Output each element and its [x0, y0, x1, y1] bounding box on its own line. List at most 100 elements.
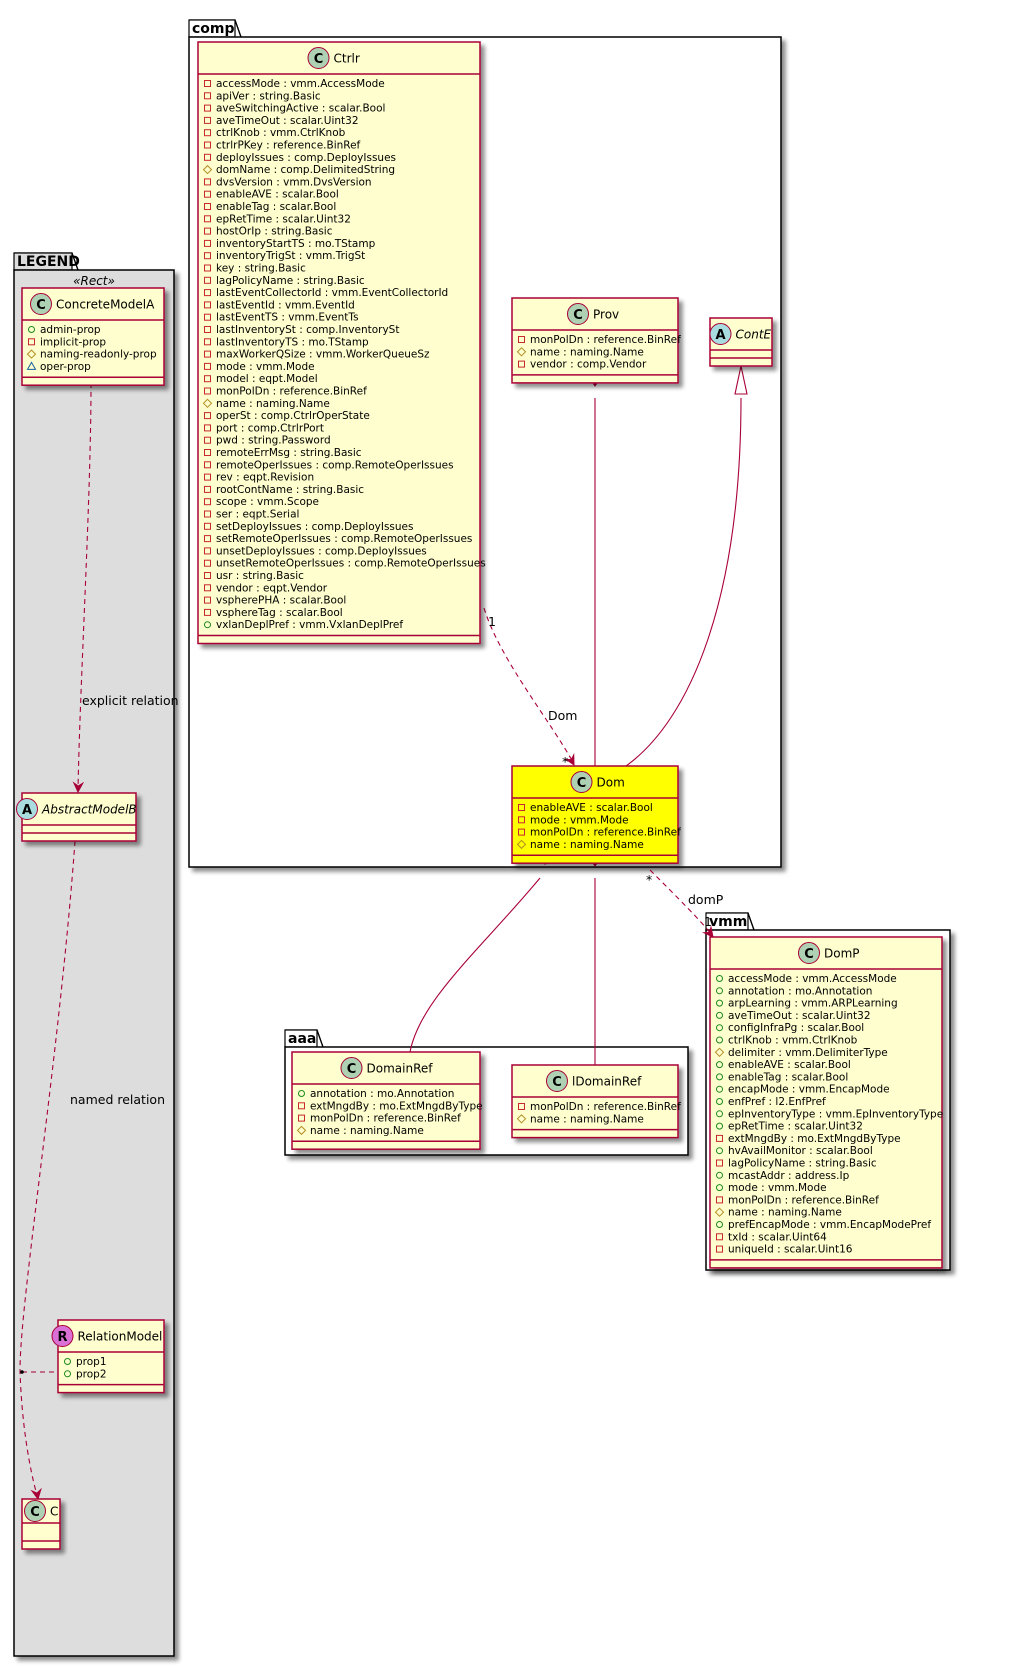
attribute-text: mode : vmm.Mode — [530, 814, 629, 826]
class-attribute: lastEventId : vmm.EventId — [204, 299, 355, 311]
class-attribute: ser : eqpt.Serial — [204, 509, 299, 521]
private-visibility-icon — [204, 387, 211, 395]
public-visibility-icon — [716, 1061, 723, 1069]
private-visibility-icon — [204, 461, 211, 469]
private-visibility-icon — [716, 1196, 723, 1204]
class-attribute: inventoryStartTS : mo.TStamp — [204, 238, 376, 250]
class-name: C — [50, 1504, 58, 1518]
public-visibility-icon — [716, 999, 723, 1007]
attribute-text: scope : vmm.Scope — [216, 496, 319, 508]
public-visibility-icon — [716, 1011, 723, 1019]
generalization-arrow-icon — [734, 365, 748, 395]
attribute-text: ctrlKnob : vmm.CtrlKnob — [216, 127, 346, 139]
attribute-text: deployIssues : comp.DeployIssues — [216, 152, 396, 164]
class-attribute: epRetTime : scalar.Uint32 — [716, 1121, 863, 1133]
attribute-text: inventoryStartTS : mo.TStamp — [216, 238, 376, 250]
attribute-text: monPolDn : reference.BinRef — [530, 334, 681, 346]
class-name: Dom — [597, 775, 625, 789]
relation-label-named: named relation — [70, 1092, 165, 1107]
class-box — [511, 765, 679, 864]
class-attribute: lagPolicyName : string.Basic — [204, 275, 365, 287]
public-visibility-icon — [716, 1085, 723, 1093]
attribute-text: epInventoryType : vmm.EpInventoryType — [728, 1108, 943, 1120]
protected-visibility-icon — [202, 398, 213, 409]
private-visibility-icon — [204, 424, 211, 432]
attribute-text: extMngdBy : mo.ExtMngdByType — [728, 1133, 901, 1145]
class-attribute: enableAVE : scalar.Bool — [716, 1059, 851, 1071]
class-attribute: hostOrIp : string.Basic — [204, 226, 333, 238]
private-visibility-icon — [204, 301, 211, 309]
class-attribute: enableAVE : scalar.Bool — [204, 189, 339, 201]
relation-label-domp: domP — [688, 892, 724, 907]
class-icon-letter: C — [573, 308, 583, 323]
attribute-text: dvsVersion : vmm.DvsVersion — [216, 176, 372, 188]
class-attribute: enableTag : scalar.Bool — [204, 201, 336, 213]
attribute-text: lastEventId : vmm.EventId — [216, 299, 355, 311]
class-icon — [546, 1070, 568, 1092]
class-attribute: prefEncapMode : vmm.EncapModePref — [716, 1219, 931, 1231]
class-attribute: extMngdBy : mo.ExtMngdByType — [716, 1133, 901, 1145]
attribute-text: name : naming.Name — [530, 839, 644, 851]
attribute-text: mode : vmm.Mode — [216, 361, 315, 373]
private-visibility-icon — [204, 227, 211, 235]
private-visibility-icon — [204, 547, 211, 555]
attribute-text: monPolDn : reference.BinRef — [530, 827, 681, 839]
class-attribute: mode : vmm.Mode — [716, 1182, 827, 1194]
attribute-text: extMngdBy : mo.ExtMngdByType — [310, 1100, 483, 1112]
class-name: ConcreteModelA — [56, 297, 155, 311]
class-attribute: naming-readonly-prop — [26, 349, 157, 361]
attribute-text: rootContName : string.Basic — [216, 484, 364, 496]
attribute-text: lastEventCollectorId : vmm.EventCollecto… — [216, 287, 448, 299]
class-attribute: port : comp.CtrlrPort — [204, 422, 324, 434]
attribute-text: arpLearning : vmm.ARPLearning — [728, 998, 898, 1010]
attribute-text: key : string.Basic — [216, 263, 306, 275]
class-attribute: aveTimeOut : scalar.Uint32 — [716, 1010, 871, 1022]
class-attribute: key : string.Basic — [204, 263, 306, 275]
attribute-text: unsetDeployIssues : comp.DeployIssues — [216, 545, 427, 557]
attribute-text: lagPolicyName : string.Basic — [728, 1158, 877, 1170]
class-icon-letter: R — [57, 1330, 67, 1345]
attribute-text: accessMode : vmm.AccessMode — [728, 973, 897, 985]
attribute-text: port : comp.CtrlrPort — [216, 422, 324, 434]
relation-ctrlr-dom — [483, 607, 575, 765]
private-visibility-icon — [204, 522, 211, 530]
attribute-text: enableAVE : scalar.Bool — [728, 1059, 851, 1071]
class-attribute: configInfraPg : scalar.Bool — [716, 1022, 864, 1034]
private-visibility-icon — [518, 360, 525, 368]
class-attribute: setDeployIssues : comp.DeployIssues — [204, 521, 413, 533]
attribute-text: enableAVE : scalar.Bool — [530, 802, 653, 814]
private-visibility-icon — [204, 215, 211, 223]
private-visibility-icon — [204, 584, 211, 592]
attribute-text: prop2 — [76, 1368, 107, 1380]
private-visibility-icon — [204, 362, 211, 370]
class-attribute: remoteOperIssues : comp.RemoteOperIssues — [204, 459, 454, 471]
abstract-class-icon — [709, 323, 732, 345]
private-visibility-icon — [204, 449, 211, 456]
class-attribute: ctrlKnob : vmm.CtrlKnob — [204, 127, 346, 139]
class-box — [709, 936, 943, 1269]
attribute-text: accessMode : vmm.AccessMode — [216, 78, 385, 90]
class-attribute: accessMode : vmm.AccessMode — [204, 78, 385, 90]
class-attribute: prop2 — [64, 1368, 107, 1380]
private-visibility-icon — [28, 338, 35, 346]
attribute-text: name : naming.Name — [530, 346, 644, 358]
class-attribute: name : naming.Name — [516, 1113, 644, 1125]
attribute-text: setDeployIssues : comp.DeployIssues — [216, 521, 413, 533]
protected-visibility-icon — [714, 1207, 725, 1217]
attribute-text: vxlanDeplPref : vmm.VxlanDeplPref — [216, 619, 403, 631]
attribute-text: remoteErrMsg : string.Basic — [216, 447, 362, 459]
attribute-text: monPolDn : reference.BinRef — [530, 1101, 681, 1113]
class-name: DomP — [824, 946, 860, 960]
public-visibility-icon — [28, 326, 35, 333]
attribute-text: vspherePHA : scalar.Bool — [216, 595, 346, 607]
class-attribute: lastInventorySt : comp.InventorySt — [204, 324, 399, 336]
class-attribute: aveTimeOut : scalar.Uint32 — [204, 115, 359, 127]
public-visibility-icon — [716, 1024, 723, 1032]
class-icon-letter: C — [30, 1505, 40, 1520]
class-icon-letter: C — [314, 52, 324, 67]
dependency-arrow-icon — [701, 925, 714, 938]
class-attribute: monPolDn : reference.BinRef — [518, 334, 681, 346]
public-visibility-icon — [298, 1090, 305, 1097]
class-icon — [30, 293, 52, 315]
